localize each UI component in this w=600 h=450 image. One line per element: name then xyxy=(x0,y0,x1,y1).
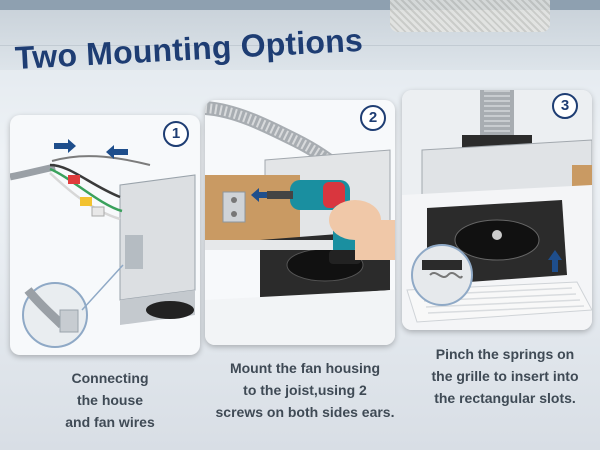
wire-connector xyxy=(91,206,105,217)
wire-connector xyxy=(68,175,80,184)
arrow-left-icon xyxy=(106,145,128,159)
step-number-badge: 1 xyxy=(163,121,189,147)
step-1-caption: Connecting the house and fan wires xyxy=(35,367,185,433)
housing-ear xyxy=(125,235,143,269)
arrow-left-icon xyxy=(251,188,273,202)
wood-joist xyxy=(205,175,300,240)
caption-line: Mount the fan housing xyxy=(229,360,381,376)
spring xyxy=(429,272,463,279)
caption-line: the rectangular slots. xyxy=(434,390,576,406)
conduit-cable xyxy=(10,163,56,181)
step-2-panel: 2 xyxy=(205,100,395,345)
caption-line: the grille to insert into xyxy=(431,368,579,384)
wire-connector xyxy=(80,197,92,206)
mounting-ear xyxy=(222,191,246,223)
step-3-panel: 3 xyxy=(402,90,592,330)
caption-line: and fan wires xyxy=(65,414,155,430)
arrow-up-icon xyxy=(548,250,562,272)
background-line xyxy=(0,45,600,46)
background-rug xyxy=(390,0,550,32)
caption-line: Pinch the springs on xyxy=(435,346,575,362)
mounting-illustration xyxy=(205,101,395,345)
fan-opening xyxy=(146,301,194,319)
wiring-illustration xyxy=(10,139,196,348)
step-2-caption: Mount the fan housing to the joist,using… xyxy=(215,357,395,423)
background-window-edge xyxy=(0,0,600,10)
grille-illustration xyxy=(402,90,592,330)
caption-line: the house xyxy=(76,392,144,408)
step-3-caption: Pinch the springs on the grille to inser… xyxy=(410,343,600,409)
arrow-right-icon xyxy=(54,139,76,153)
step-number-badge: 2 xyxy=(360,105,386,131)
step-1-panel: 1 xyxy=(10,115,200,355)
caption-line: Connecting xyxy=(71,370,149,386)
step-number-badge: 3 xyxy=(552,93,578,119)
zoom-inset xyxy=(411,244,473,306)
caption-line: to the joist,using 2 xyxy=(243,382,367,398)
caption-line: screws on both sides ears. xyxy=(215,404,395,420)
